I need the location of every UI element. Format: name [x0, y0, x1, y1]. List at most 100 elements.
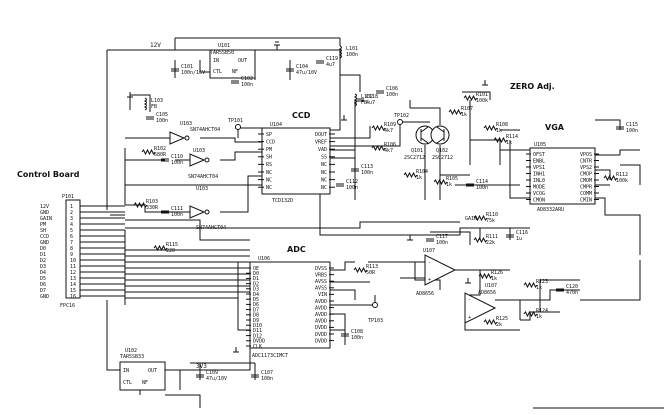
antenna-symbol-5 [407, 235, 413, 241]
capacitor-symbol [466, 183, 474, 187]
passive-value: 680R [154, 152, 167, 158]
u103b-ref: U103 [193, 148, 205, 154]
passive-ref: R123 [536, 279, 548, 285]
transistor-q101: Q101 2SC2712 [404, 125, 435, 161]
p101-pin-number-3: 4 [70, 222, 73, 228]
antenna-symbol-4 [482, 80, 488, 86]
p101-pin-number-8: 9 [70, 252, 73, 258]
p101-pin-number-13: 14 [70, 282, 76, 288]
p101-pin-label-0: 12V [40, 204, 49, 210]
tp101-label: TP101 [228, 118, 243, 124]
capacitor-symbol [171, 68, 179, 72]
u106-right-pin-3: AVSS [315, 286, 327, 292]
u104-left-pin-4: RS [266, 162, 272, 168]
passive-value: 75k [486, 218, 495, 224]
passive-value: 100n [476, 185, 488, 191]
p101-pin-label-10: D3 [40, 264, 46, 270]
u107b-plus: + [468, 315, 471, 321]
u102-out: OUT [148, 368, 157, 374]
passive-ref: R124 [536, 308, 548, 314]
p101-pin-label-14: D7 [40, 288, 46, 294]
resistor-symbol [523, 281, 538, 289]
p101-ref: P101 [62, 194, 74, 200]
u103a-ref: U103 [180, 121, 192, 127]
capacitor-symbol [556, 288, 564, 292]
u101-in: IN [213, 58, 219, 64]
p101-pin-number-5: 6 [70, 234, 73, 240]
passive-ref: L102 [361, 94, 373, 100]
p101-pin-label-9: D2 [40, 258, 46, 264]
u106-left-pin-3: D2 [253, 281, 259, 287]
resistor-symbol [473, 214, 488, 222]
passive-ref: L101 [346, 46, 358, 52]
resistor-symbol [463, 94, 478, 102]
u107a-part: AD8656 [416, 291, 434, 297]
u103c-ref: U103 [196, 186, 208, 192]
passive-value: 1k [446, 182, 452, 188]
u106-right-pin-1: VRBS [315, 272, 327, 278]
u106-left-pin-0: OE [253, 266, 259, 272]
resistor-symbol [371, 144, 386, 152]
passive-ref: C102 [241, 76, 253, 82]
u106-left-pin-11: D10 [253, 323, 262, 329]
capacitor-symbol [161, 210, 169, 214]
passive-value: 100n [171, 160, 183, 166]
antenna-symbol-7 [233, 347, 239, 353]
p101-pin-label-4: SH [40, 228, 46, 234]
u106-right-pin-11: DVDD [315, 338, 327, 344]
passive-value: 4k7 [384, 128, 393, 134]
capacitor-symbol [161, 158, 169, 162]
antenna-symbol-1 [274, 41, 280, 50]
passive-value: 100n [241, 82, 253, 88]
passive-ref: R114 [506, 134, 518, 140]
p101-pin-number-11: 12 [70, 270, 76, 276]
p101-pin-label-5: CCD [40, 234, 49, 240]
u106-right-pin-4: VIN [318, 292, 327, 298]
capacitor-symbol [146, 116, 154, 120]
capacitor-symbol [341, 333, 349, 337]
u106-left-pin-6: D5 [253, 297, 259, 303]
passive-value: 1k [536, 314, 542, 320]
passive-ref: R113 [366, 264, 378, 270]
rail-12v-label: 12V [150, 42, 161, 49]
passive-ref: R108 [496, 122, 508, 128]
passive-ref: R112 [616, 172, 628, 178]
u105-right-pin-3: CMOP [580, 171, 592, 177]
u101-nf: NF [232, 69, 238, 75]
u105-left-pin-5: MODE [533, 184, 545, 190]
ic-u102: U102 TAR5SB33 IN OUT CTL NF [119, 348, 166, 391]
antenna-symbol-2 [341, 115, 347, 121]
p101-pin-label-2: GAIN [40, 216, 52, 222]
resistor-symbol [483, 124, 498, 132]
q102-ref: Q102 [436, 148, 448, 154]
inverter-u103a: U103 SN74AHCT04 [169, 121, 220, 145]
passive-ref: C105 [156, 112, 168, 118]
u106-right-pin-10: DVDD [315, 332, 327, 338]
p101-pin-number-14: 15 [70, 288, 76, 294]
u105-ref: U105 [534, 142, 546, 148]
passive-ref: C118 [366, 94, 378, 100]
p101-pin-number-15: 16 [70, 294, 76, 300]
p101-pin-label-12: D5 [40, 276, 46, 282]
u106-left-pin-5: D4 [253, 292, 259, 298]
u104-ref: U104 [270, 122, 282, 128]
passive-value: 220 [166, 248, 175, 254]
opamp-u107b: - + U107 AD8656 [464, 283, 497, 324]
u106-right-pin-7: AVDD [315, 312, 327, 318]
inductor-symbol [353, 93, 357, 107]
capacitor-symbol [231, 80, 239, 84]
p101-pin-label-13: D6 [40, 282, 46, 288]
